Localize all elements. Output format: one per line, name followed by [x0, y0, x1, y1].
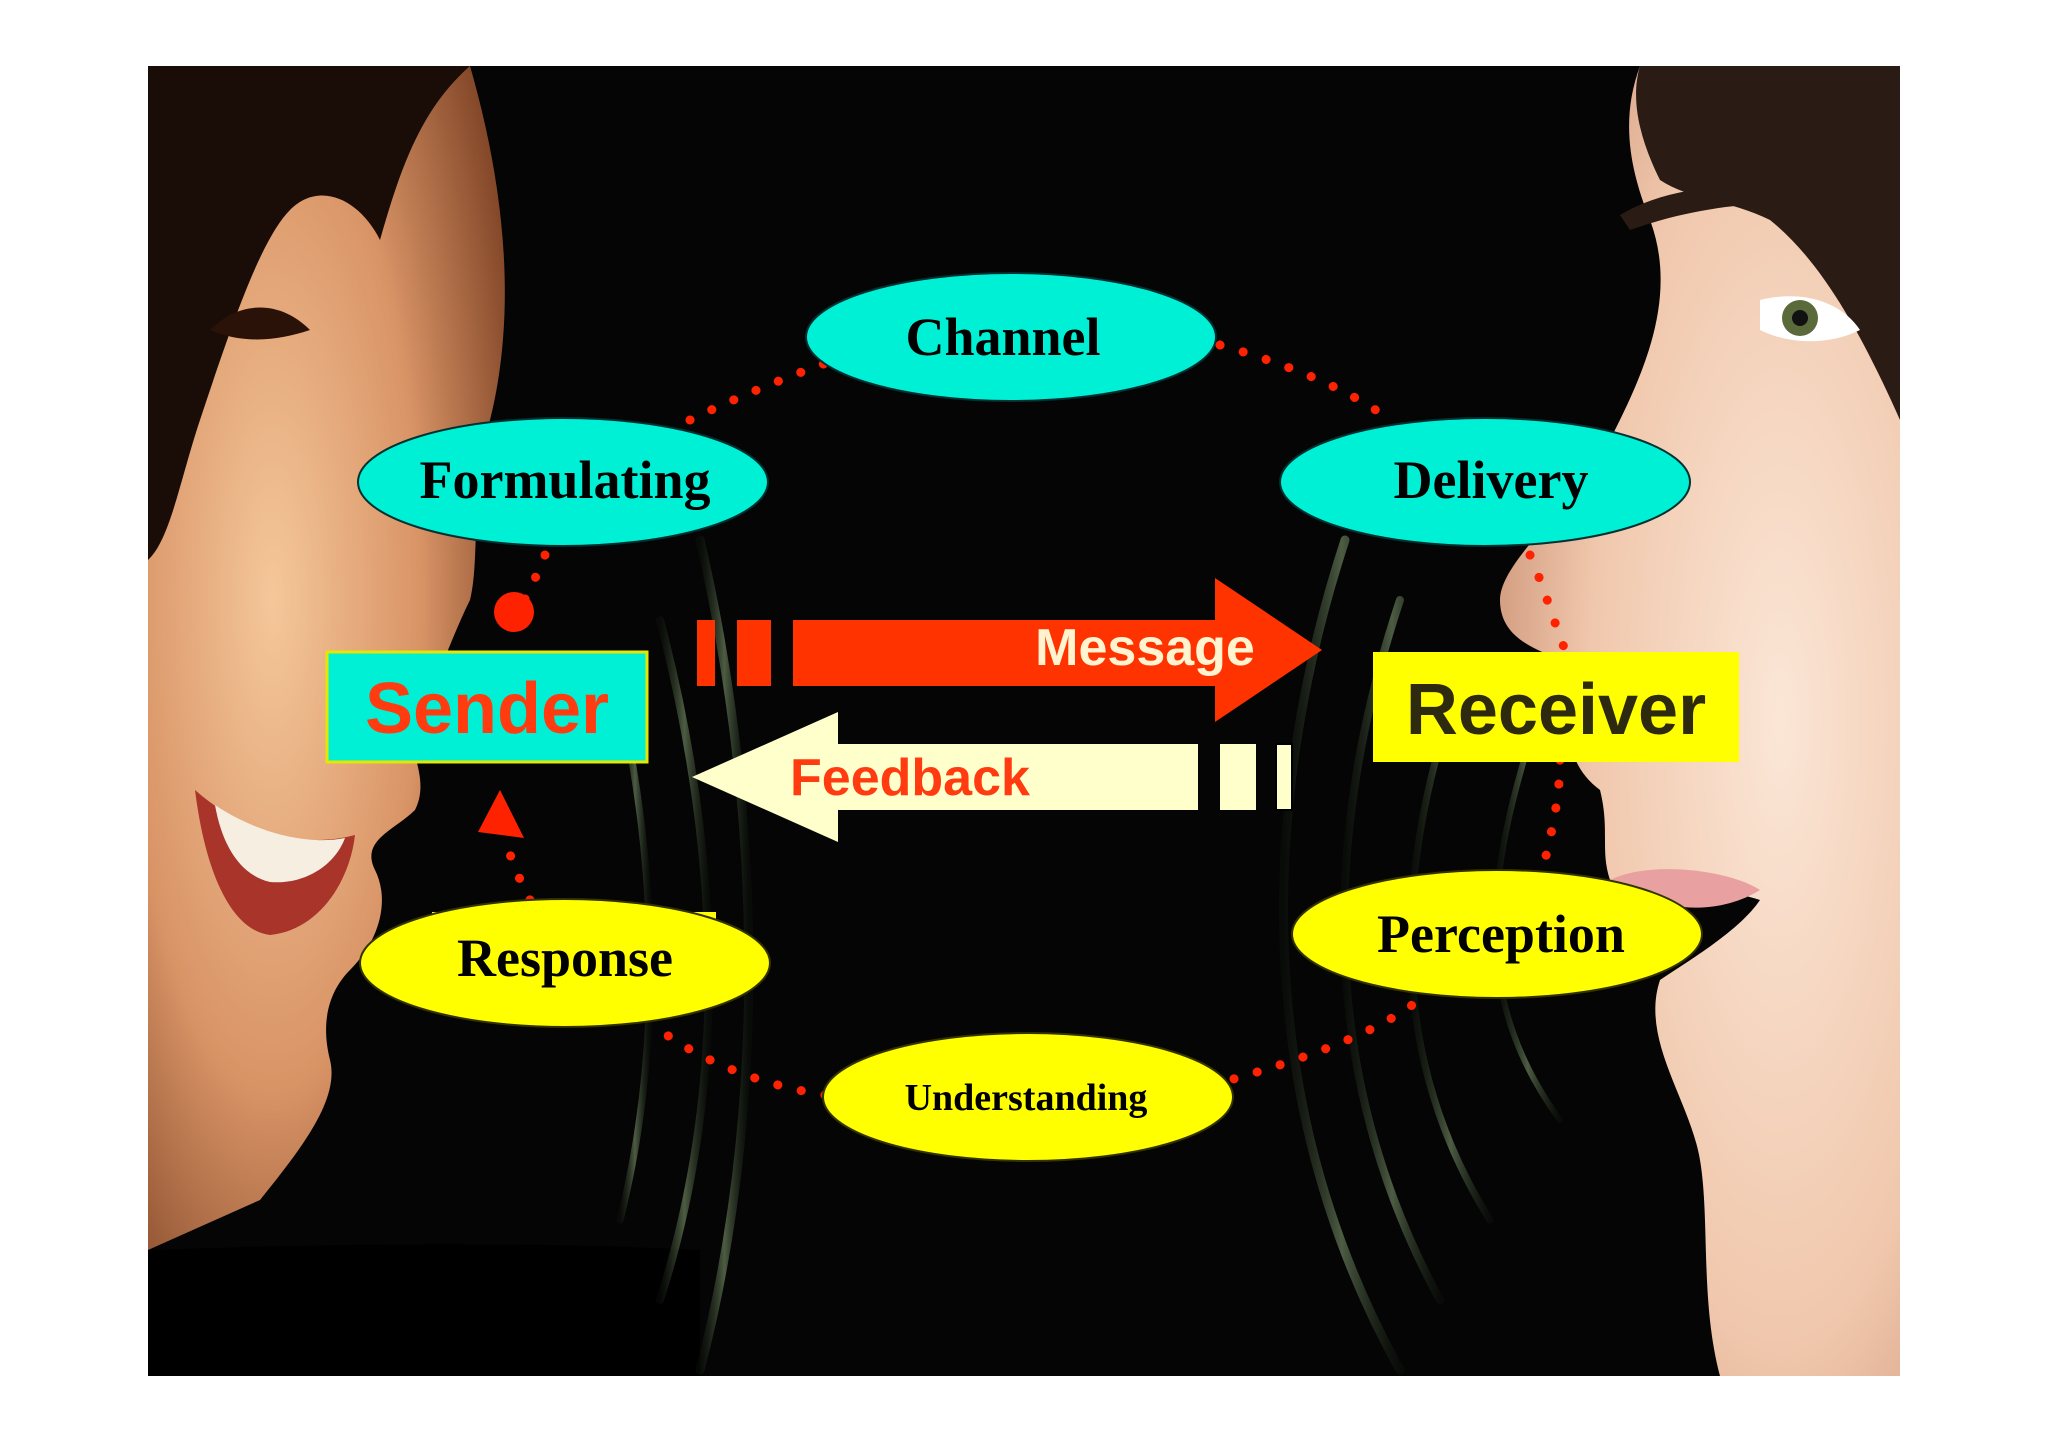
feedback-arrow: Feedback: [692, 712, 1293, 842]
message-label: Message: [1035, 619, 1255, 677]
receiver-box: Receiver: [1373, 652, 1739, 762]
node-delivery-label: Delivery: [1394, 450, 1589, 510]
node-understanding: Understanding: [822, 1032, 1234, 1162]
node-perception-label: Perception: [1377, 904, 1625, 964]
node-perception: Perception: [1291, 869, 1703, 999]
node-channel-label: Channel: [905, 307, 1100, 367]
sender-box: Sender: [325, 650, 649, 764]
node-understanding-label: Understanding: [905, 1077, 1148, 1119]
node-delivery: Delivery: [1279, 417, 1691, 547]
message-arrow: Message: [697, 578, 1322, 722]
node-formulating-label: Formulating: [420, 450, 711, 510]
response-arrowhead: [478, 790, 524, 838]
node-response-label: Response: [457, 928, 673, 988]
feedback-label: Feedback: [790, 749, 1030, 807]
cycle-start-dot: [494, 592, 534, 632]
sender-label: Sender: [365, 669, 609, 749]
node-channel: Channel: [805, 272, 1217, 402]
node-formulating: Formulating: [357, 417, 769, 547]
node-response: Response: [359, 898, 771, 1028]
receiver-label: Receiver: [1406, 670, 1706, 750]
cycle-dotted-path: [500, 340, 1570, 1100]
